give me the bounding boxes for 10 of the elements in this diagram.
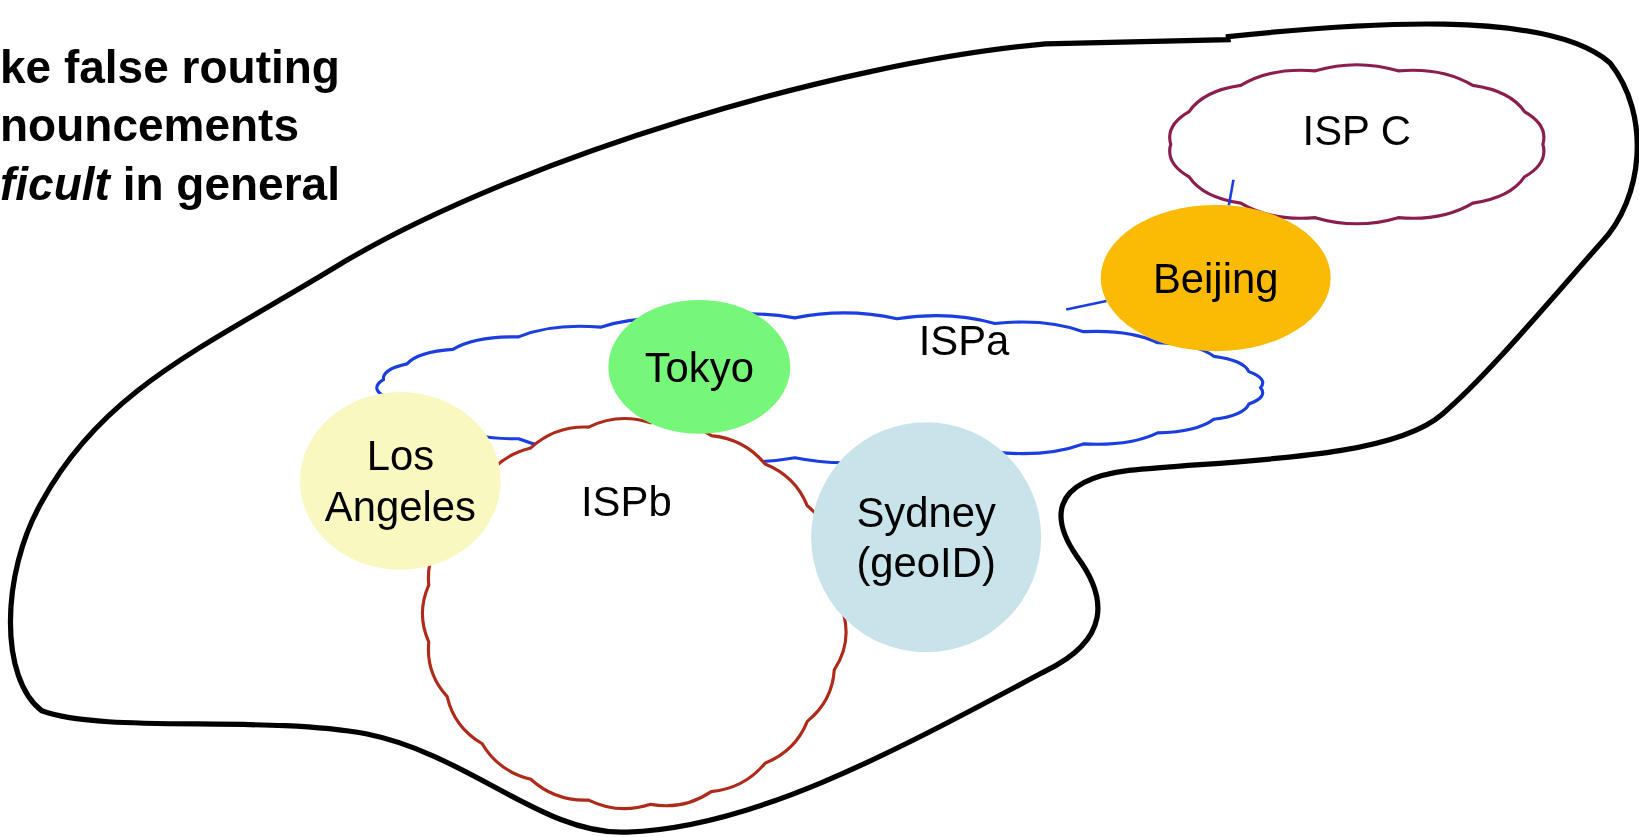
heading-text: ke false routing nouncements ficult in general xyxy=(0,39,341,212)
cloud-label: ISP C xyxy=(1302,106,1411,155)
city-label: Tokyo xyxy=(644,342,754,392)
connector-line xyxy=(1227,179,1235,206)
city-label: Beijing xyxy=(1152,254,1279,304)
cloud-label: ISPb xyxy=(581,477,672,526)
cloud-label: ISPa xyxy=(918,316,1010,365)
city-label: Los Angeles xyxy=(323,431,477,531)
connector-line xyxy=(1065,299,1107,311)
city-label: Sydney (geoID) xyxy=(855,488,997,588)
